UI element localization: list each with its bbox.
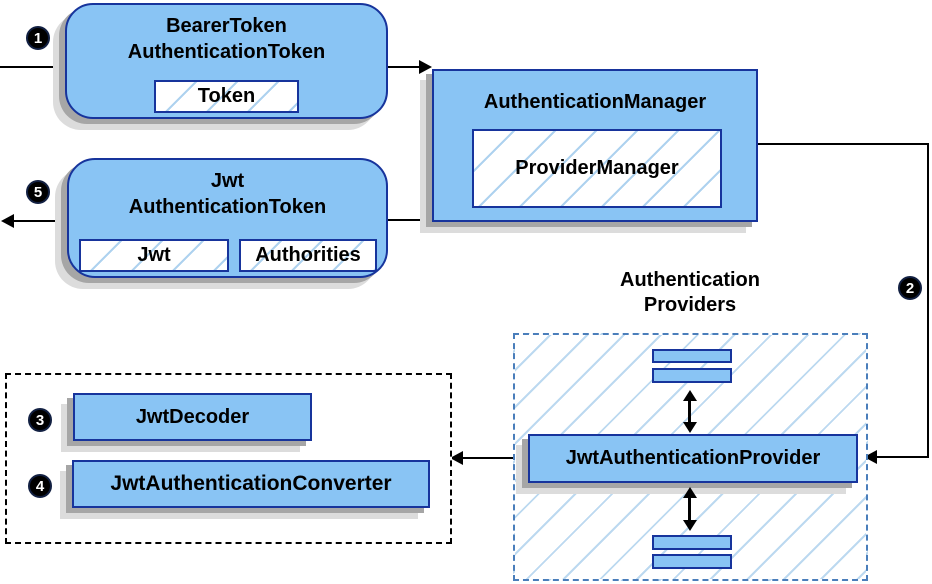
jwt-authentication-provider-label: JwtAuthenticationProvider (565, 447, 821, 469)
step-badge-2: 2 (898, 276, 922, 300)
jwt-field: Jwt (79, 239, 229, 272)
flow-line-jwt-token-out (13, 220, 67, 222)
arrowhead-response-out-icon (1, 214, 14, 228)
node-jwt-authentication-token: Jwt AuthenticationToken Jwt Authorities (67, 158, 388, 278)
step-badge-5: 5 (26, 180, 50, 204)
node-bearer-token-authentication-token: BearerToken AuthenticationToken Token (65, 3, 388, 119)
authentication-manager-title: AuthenticationManager (483, 91, 707, 113)
flow-line-right-vertical (927, 143, 929, 458)
bearer-token-title-line1: BearerToken (166, 15, 287, 37)
provider-manager-field: ProviderManager (472, 129, 722, 208)
node-jwt-decoder: JwtDecoder (73, 393, 312, 441)
flow-line-manager-right (758, 143, 929, 145)
jwt-authentication-converter-label: JwtAuthenticationConverter (110, 472, 392, 495)
double-arrow-bottom-icon (683, 487, 697, 531)
provider-stack-bar (652, 349, 732, 363)
flow-line-into-provider (877, 456, 929, 458)
jwt-token-title-line2: AuthenticationToken (128, 196, 327, 218)
providers-group-label: Authentication Providers (565, 268, 815, 318)
jwt-decoder-label: JwtDecoder (135, 406, 250, 428)
provider-stack-bar (652, 368, 732, 383)
double-arrow-top-icon (683, 390, 697, 433)
jwt-token-title: Jwt AuthenticationToken (69, 160, 386, 220)
arrowhead-into-manager-icon (419, 60, 432, 74)
jwt-token-title-line1: Jwt (210, 170, 245, 192)
providers-group-label-line1: Authentication (620, 269, 760, 291)
node-jwt-authentication-provider: JwtAuthenticationProvider (528, 434, 858, 483)
flow-line-manager-to-jwt-token (388, 219, 432, 221)
flow-line-request-in (0, 66, 65, 68)
step-badge-1: 1 (26, 26, 50, 50)
bearer-token-title: BearerToken AuthenticationToken (67, 5, 386, 65)
authorities-field: Authorities (239, 239, 377, 272)
bearer-token-title-line2: AuthenticationToken (127, 41, 326, 63)
providers-group-label-line2: Providers (643, 294, 737, 316)
flow-line-provider-to-decoder-group (463, 457, 528, 459)
flow-line-bearer-to-manager (388, 66, 420, 68)
step-badge-3: 3 (28, 408, 52, 432)
token-field: Token (154, 80, 299, 113)
provider-stack-bar (652, 554, 732, 569)
step-badge-4: 4 (28, 474, 52, 498)
provider-stack-bar (652, 535, 732, 550)
arrowhead-into-decoder-group-icon (450, 451, 463, 465)
node-authentication-manager: AuthenticationManager ProviderManager (432, 69, 758, 222)
node-jwt-authentication-converter: JwtAuthenticationConverter (72, 460, 430, 508)
